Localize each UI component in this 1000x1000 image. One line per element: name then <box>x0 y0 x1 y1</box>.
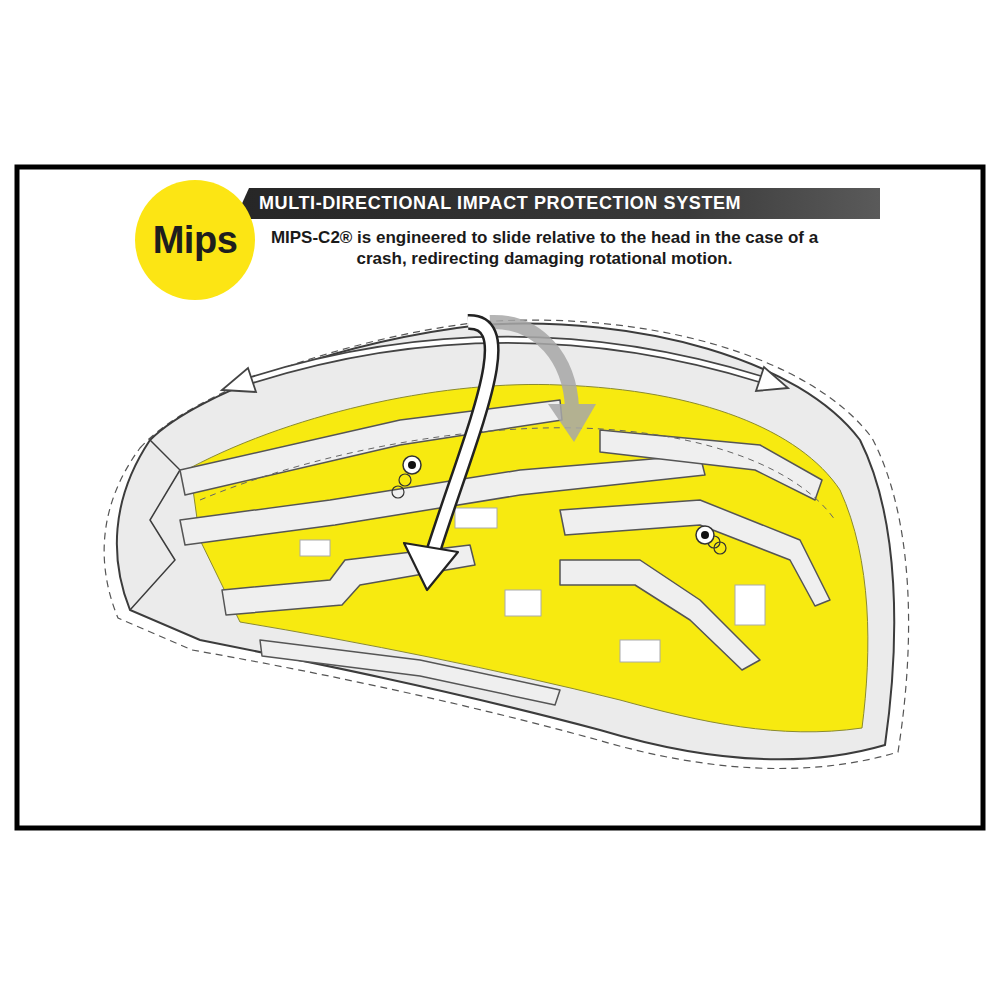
logo-circle: Mips <box>135 180 255 300</box>
motion-outline <box>200 428 835 520</box>
logo-text: Mips <box>153 219 238 262</box>
header-text: MULTI-DIRECTIONAL IMPACT PROTECTION SYST… <box>259 193 741 214</box>
motion-outline <box>104 320 908 768</box>
mips-clip <box>696 526 726 554</box>
mips-clip <box>392 456 421 498</box>
description-text: MIPS-C2® is engineered to slide relative… <box>252 227 837 269</box>
slide-arrow <box>490 322 596 442</box>
rotation-arrow <box>222 340 788 392</box>
vents <box>180 400 830 705</box>
mips-liner <box>190 384 868 731</box>
helmet-shell <box>117 324 894 760</box>
header-band: MULTI-DIRECTIONAL IMPACT PROTECTION SYST… <box>235 188 880 219</box>
shell-edge <box>130 440 180 610</box>
liner-windows <box>300 508 765 662</box>
impact-arrow <box>404 322 492 590</box>
frame <box>17 167 983 828</box>
